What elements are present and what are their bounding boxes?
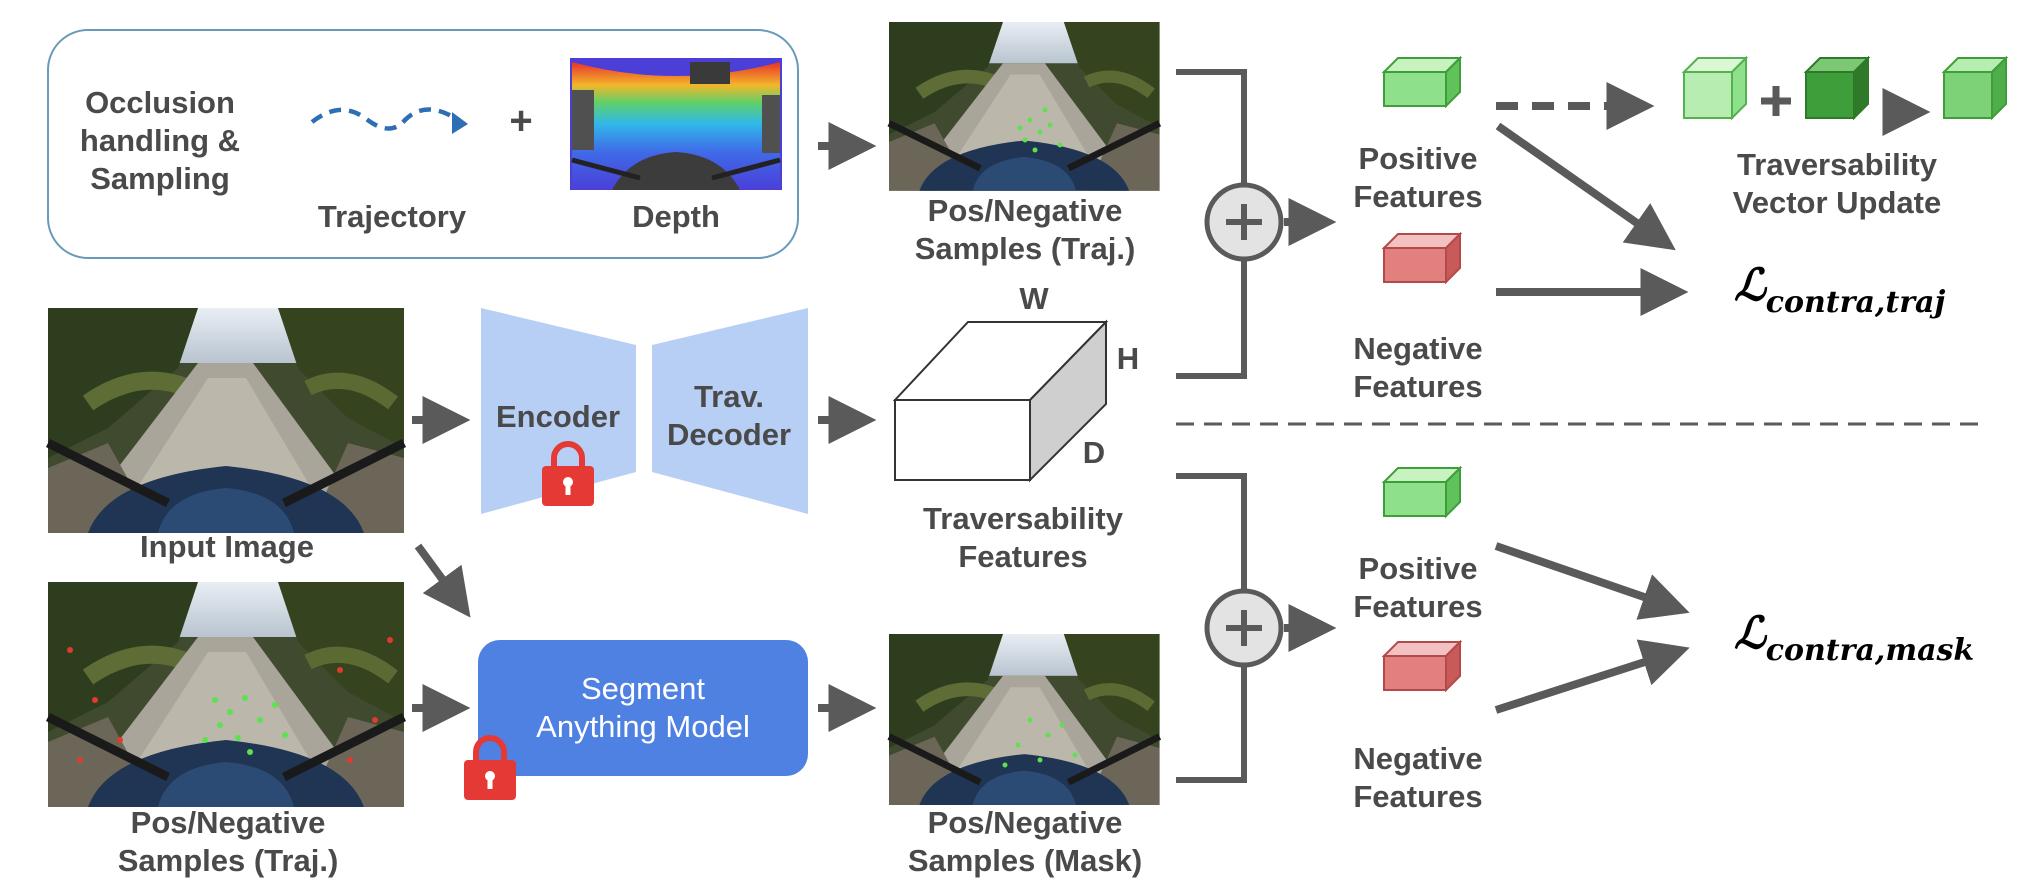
mask-plus-icon bbox=[1204, 588, 1284, 668]
traj-positive-label: Positive Features bbox=[1353, 141, 1483, 214]
input-image bbox=[48, 308, 404, 533]
sam-label: Segment Anything Model bbox=[536, 671, 750, 744]
update-dark-vector bbox=[1803, 55, 1871, 121]
cube-d-label: D bbox=[1082, 435, 1106, 470]
pipeline-arrows bbox=[412, 122, 877, 732]
occlusion-plus: + bbox=[509, 99, 533, 143]
top-samples-caption: Pos/Negative Samples (Traj.) bbox=[914, 193, 1136, 266]
update-light-vector bbox=[1681, 55, 1749, 121]
bottom-left-samples-image bbox=[48, 582, 404, 807]
trajectory-arrowhead bbox=[452, 112, 468, 134]
feature-cube bbox=[892, 319, 1109, 483]
bottom-left-samples-caption: Pos/Negative Samples (Traj.) bbox=[117, 805, 339, 878]
bottom-left-sample-points bbox=[67, 637, 393, 763]
decoder-label: Trav. Decoder bbox=[666, 379, 792, 452]
trajectory-curve bbox=[310, 107, 457, 131]
mask-negative-feature bbox=[1381, 639, 1463, 693]
input-image-caption: Input Image bbox=[140, 529, 314, 564]
traj-negative-feature bbox=[1381, 231, 1463, 285]
update-result-vector bbox=[1941, 55, 2009, 121]
update-plus-icon bbox=[1761, 86, 1791, 116]
mask-sample-points bbox=[1002, 717, 1078, 768]
traj-negative-label: Negative Features bbox=[1353, 331, 1483, 404]
traj-loss-label: ℒcontra,traj bbox=[1734, 260, 1946, 320]
traj-positive-feature bbox=[1383, 57, 1461, 107]
mask-samples-image bbox=[889, 634, 1160, 805]
mask-positive-feature bbox=[1383, 467, 1461, 517]
mask-positive-label: Positive Features bbox=[1353, 551, 1483, 624]
loss-arrows bbox=[1494, 122, 1690, 714]
top-samples-points bbox=[1017, 107, 1063, 153]
feature-cube-caption: Traversability Features bbox=[923, 501, 1123, 574]
cube-w-label: W bbox=[1019, 281, 1049, 316]
mask-loss-label: ℒcontra,mask bbox=[1734, 608, 1975, 668]
update-label: Traversability Vector Update bbox=[1732, 147, 1942, 220]
decoder-block bbox=[652, 308, 808, 514]
depth-label: Depth bbox=[632, 199, 720, 234]
traj-plus-icon bbox=[1204, 182, 1284, 262]
trajectory-label: Trajectory bbox=[317, 199, 467, 234]
update-arrows bbox=[1496, 82, 1931, 136]
encoder-block bbox=[481, 308, 636, 514]
occlusion-title: Occlusion handling & Sampling bbox=[79, 85, 241, 196]
depth-image bbox=[570, 58, 782, 190]
sam-block bbox=[478, 640, 808, 776]
top-samples-image bbox=[889, 22, 1160, 191]
encoder-label: Encoder bbox=[495, 399, 621, 434]
cube-h-label: H bbox=[1116, 341, 1140, 376]
mask-negative-label: Negative Features bbox=[1353, 741, 1483, 814]
mask-samples-caption: Pos/Negative Samples (Mask) bbox=[907, 805, 1143, 878]
